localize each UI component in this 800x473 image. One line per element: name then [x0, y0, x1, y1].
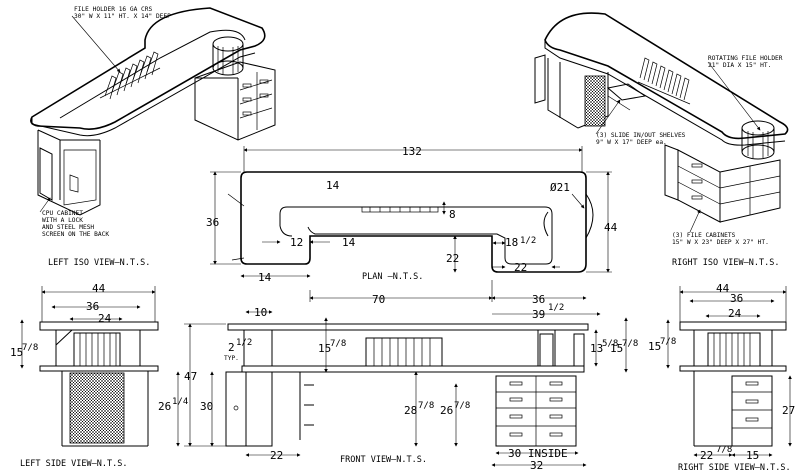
note-rotating-line2: 21" DIA X 15" HT.: [708, 62, 771, 69]
dim-plan-22-horz: 22: [514, 261, 527, 274]
dim-rs-36: 36: [730, 292, 743, 305]
dim-fv-47: 47: [184, 370, 197, 383]
dim-plan-132: 132: [402, 145, 422, 158]
note-cabinets-line1: (3) FILE CABINETS: [672, 232, 736, 239]
right-side-title: RIGHT SIDE VIEW–N.T.S.: [678, 463, 791, 473]
dim-fv-30: 30: [200, 400, 213, 413]
dim-plan-39-frac: 1/2: [548, 303, 564, 313]
dim-plan-14-top: 14: [326, 179, 340, 192]
dim-ls-26-frac: 1/4: [172, 397, 188, 407]
left-iso-view: FILE HOLDER 16 GA CRS 30" W X 11" HT. X …: [30, 6, 276, 268]
dim-plan-18-frac: 1/2: [520, 236, 536, 246]
note-cpu-line2: WITH A LOCK: [42, 217, 83, 224]
file-holder-slots: [99, 51, 161, 100]
note-rotating-line1: ROTATING FILE HOLDER: [708, 55, 783, 62]
plan-view: 132 14 36 44 Ø21 8 12 14 18 1/2 22 22 14…: [206, 145, 618, 321]
dim-plan-18: 18: [505, 236, 518, 249]
note-file-holder-line1: FILE HOLDER 16 GA CRS: [74, 6, 153, 13]
dim-ls-15-frac: 7/8: [22, 343, 38, 353]
dim-plan-14-bottom: 14: [258, 271, 272, 284]
dim-plan-39: 39: [532, 308, 545, 321]
dim-rs-15-frac: 7/8: [660, 337, 676, 347]
dim-ls-26: 26: [158, 400, 171, 413]
dim-plan-36: 36: [206, 216, 219, 229]
dim-fv-15-right: 15: [610, 342, 623, 355]
plan-title: PLAN –N.T.S.: [362, 272, 423, 282]
dim-fv-26: 26: [440, 404, 453, 417]
note-shelves-line2: 9" W X 17" DEEP ea.: [596, 139, 667, 146]
dim-rs-44: 44: [716, 282, 730, 295]
left-iso-title: LEFT ISO VIEW–N.T.S.: [48, 258, 150, 268]
left-side-title: LEFT SIDE VIEW–N.T.S.: [20, 459, 127, 469]
dim-plan-36-right: 36: [532, 293, 545, 306]
note-shelves-line1: (3) SLIDE IN/OUT SHELVES: [596, 132, 686, 139]
dim-plan-70: 70: [372, 293, 385, 306]
dim-fv-32: 32: [530, 459, 543, 472]
dim-fv-26-frac: 7/8: [454, 401, 470, 411]
dim-rs-24: 24: [728, 307, 742, 320]
right-iso-title: RIGHT ISO VIEW–N.T.S.: [672, 258, 779, 268]
dim-fv-typ-label: TYP.: [224, 355, 239, 362]
note-cpu-line4: SCREEN ON THE BACK: [42, 231, 109, 238]
dim-fv-15: 15: [318, 342, 331, 355]
dim-fv-28: 28: [404, 404, 417, 417]
dim-fv-22: 22: [270, 449, 283, 462]
left-side-view: 44 36 24 15 7/8 26 1/4 LEFT SIDE VIEW–N.…: [10, 282, 188, 469]
dim-rs-15: 15: [648, 340, 661, 353]
note-cabinets-line2: 15" W X 23" DEEP X 27" HT.: [672, 239, 769, 246]
dim-fv-15-frac: 7/8: [330, 339, 346, 349]
dim-fv-28-frac: 7/8: [418, 401, 434, 411]
dim-plan-44: 44: [604, 221, 618, 234]
dim-rs-22-frac: 7/8: [716, 445, 732, 455]
right-side-view: 44 36 24 15 7/8 27 22 7/8 15 RIGHT SIDE …: [648, 282, 795, 473]
dim-fv-13: 13: [590, 342, 603, 355]
front-view: 10 2 1/2 TYP. 15 7/8 47 30 28 7/8 26 7/8…: [184, 306, 638, 472]
dim-plan-14-inner: 14: [342, 236, 356, 249]
note-cpu-line1: CPU CABINET: [42, 210, 83, 217]
dim-rs-15-bottom: 15: [746, 449, 759, 462]
dim-fv-13-frac: 5/8: [602, 339, 618, 349]
dim-ls-44: 44: [92, 282, 106, 295]
note-cpu-line3: AND STEEL MESH: [42, 224, 94, 231]
dim-ls-15: 15: [10, 346, 23, 359]
right-file-slots: [637, 57, 691, 105]
front-view-title: FRONT VIEW–N.T.S.: [340, 455, 427, 465]
dim-plan-8: 8: [449, 208, 456, 221]
dim-fv-30-inside: 30 INSIDE: [508, 447, 568, 460]
note-file-holder-line2: 30" W X 11" HT. X 14" DEEP: [74, 13, 171, 20]
right-iso-view: ROTATING FILE HOLDER 21" DIA X 15" HT. (…: [534, 12, 789, 268]
dim-plan-22-vert: 22: [446, 252, 459, 265]
dim-fv-15-right-frac: 7/8: [622, 339, 638, 349]
dim-plan-12: 12: [290, 236, 303, 249]
dim-fv-typ-frac: 1/2: [236, 338, 252, 348]
dim-fv-typ-num: 2: [228, 341, 235, 354]
dim-fv-10: 10: [254, 306, 267, 319]
dim-ls-36: 36: [86, 300, 99, 313]
dim-rs-27: 27: [782, 404, 795, 417]
dim-plan-diameter: Ø21: [550, 181, 570, 194]
dim-rs-22: 22: [700, 449, 713, 462]
